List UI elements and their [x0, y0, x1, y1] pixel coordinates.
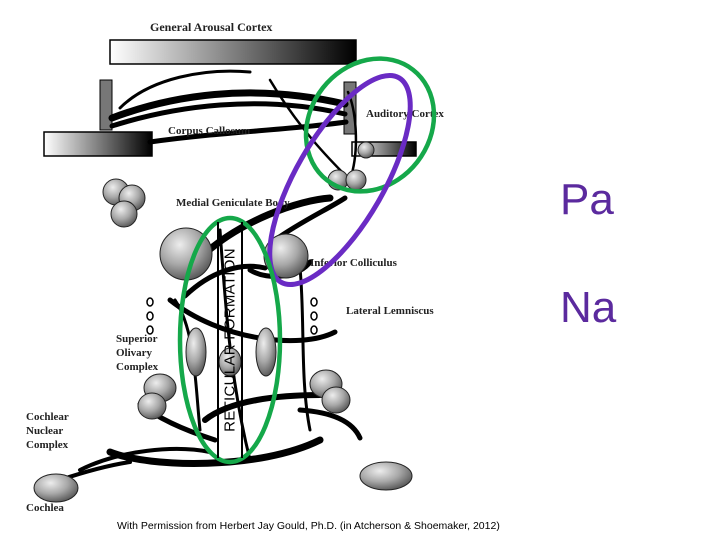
auditory-cortex-label: Auditory Cortex — [366, 108, 444, 120]
left-cortex-block — [43, 79, 153, 157]
lateral-lemniscus-label: Lateral Lemniscus — [346, 305, 434, 317]
corpus-callosum-label: Corpus Callosum — [168, 125, 250, 137]
green-outline-lower — [177, 215, 283, 465]
permission-credit: With Permission from Herbert Jay Gould, … — [117, 520, 500, 532]
reticular-formation-label: RETICULAR FORMATION — [221, 248, 239, 432]
lateral-lemniscus-dots — [146, 297, 318, 335]
medial-geniculate-body-label: Medial Geniculate Body — [176, 197, 290, 209]
cochlea-label: Cochlea — [26, 502, 64, 514]
cochlear-nuclear-spheres — [137, 369, 351, 420]
superior-olivary-complex-label: Superior Olivary Complex — [116, 333, 160, 373]
general-arousal-cortex-label: General Arousal Cortex — [150, 20, 272, 34]
purple-outline — [267, 72, 413, 288]
green-outline-upper — [303, 56, 437, 194]
cochlea-spheres — [33, 461, 413, 503]
cochlear-nuclear-complex-label: Cochlear Nuclear Complex — [26, 411, 71, 451]
superior-olivary-spheres — [185, 327, 277, 377]
na-label: Na — [560, 283, 617, 332]
general-arousal-cortex-bar — [109, 39, 357, 65]
medial-geniculate-spheres — [102, 141, 375, 228]
pa-label: Pa — [560, 175, 614, 224]
reticular-formation-box — [217, 222, 243, 458]
